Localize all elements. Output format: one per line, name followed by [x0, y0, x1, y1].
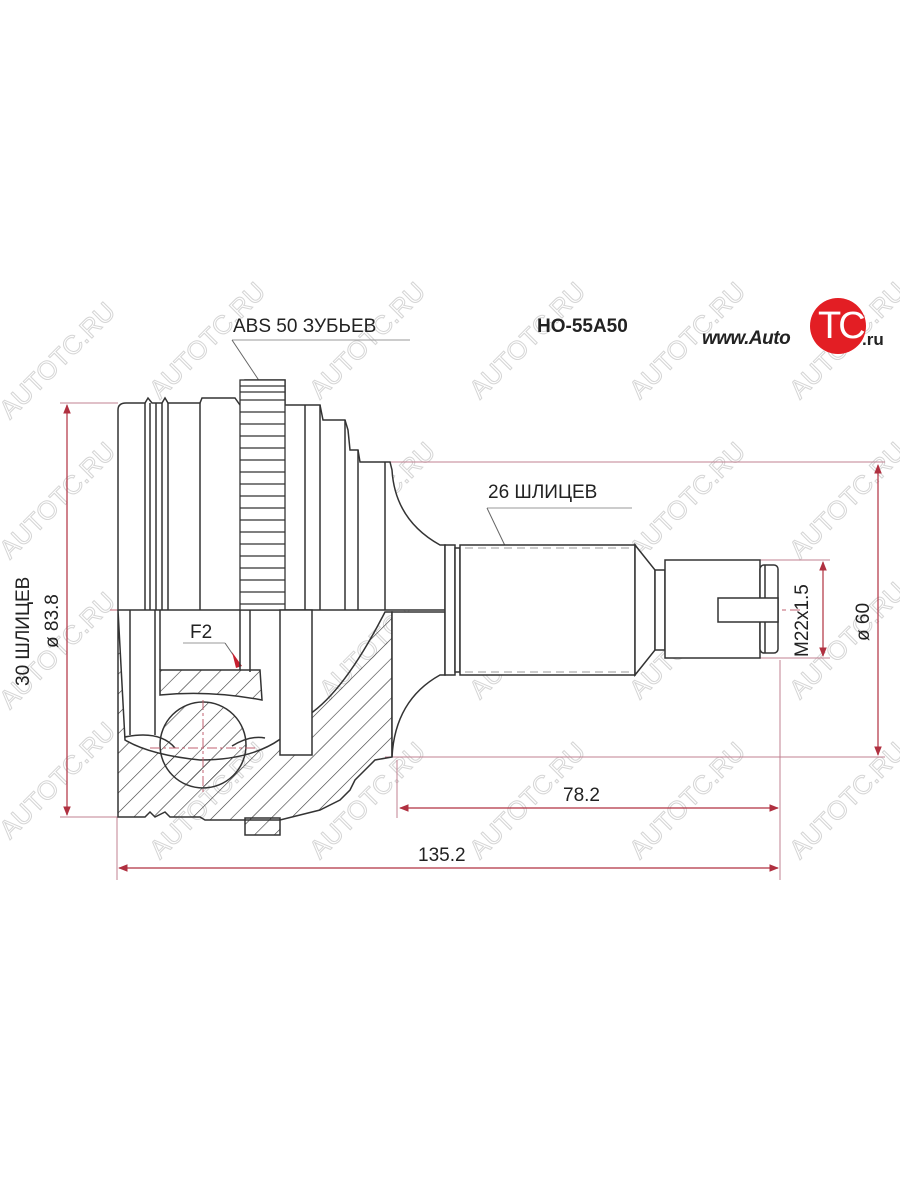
- inner-splines-label: 30 ШЛИЦЕВ: [13, 576, 34, 686]
- abs-ring: [239, 379, 286, 611]
- svg-text:AUTOTC.RU: AUTOTC.RU: [463, 276, 591, 404]
- logo-badge-circle: [810, 298, 866, 354]
- seal-diameter-dim: ø 60: [853, 602, 874, 641]
- svg-text:AUTOTC.RU: AUTOTC.RU: [623, 436, 751, 564]
- shaft-length-dim: 78.2: [563, 785, 600, 806]
- outer-body-section: [117, 609, 393, 836]
- svg-text:AUTOTC.RU: AUTOTC.RU: [623, 736, 751, 864]
- flange-lower: [391, 611, 446, 758]
- svg-text:AUTOTC.RU: AUTOTC.RU: [0, 296, 121, 424]
- logo-prefix: www.Auto: [702, 328, 791, 349]
- f2-label: F2: [190, 622, 213, 643]
- outer-splines-label: 26 ШЛИЦЕВ: [488, 482, 598, 503]
- abs-teeth-label: ABS 50 ЗУБЬЕВ: [233, 316, 377, 337]
- thread-size-dim: M22x1.5: [792, 584, 813, 657]
- extension-lines: [60, 402, 885, 880]
- dimension-lines: [63, 404, 882, 872]
- spline-shaft: [444, 542, 779, 678]
- svg-text:AUTOTC.RU: AUTOTC.RU: [0, 436, 121, 564]
- body-diameter-dim: ø 83.8: [42, 594, 63, 648]
- svg-text:AUTOTC.RU: AUTOTC.RU: [0, 716, 121, 844]
- total-length-dim: 135.2: [418, 845, 466, 866]
- part-number: HO-55A50: [537, 316, 628, 337]
- logo-badge-text: TC: [818, 305, 866, 347]
- logo-suffix: .ru: [862, 330, 884, 349]
- svg-text:AUTOTC.RU: AUTOTC.RU: [783, 436, 900, 564]
- svg-text:AUTOTC.RU: AUTOTC.RU: [783, 736, 900, 864]
- autotc-logo: www.Auto TC .ru: [702, 298, 892, 358]
